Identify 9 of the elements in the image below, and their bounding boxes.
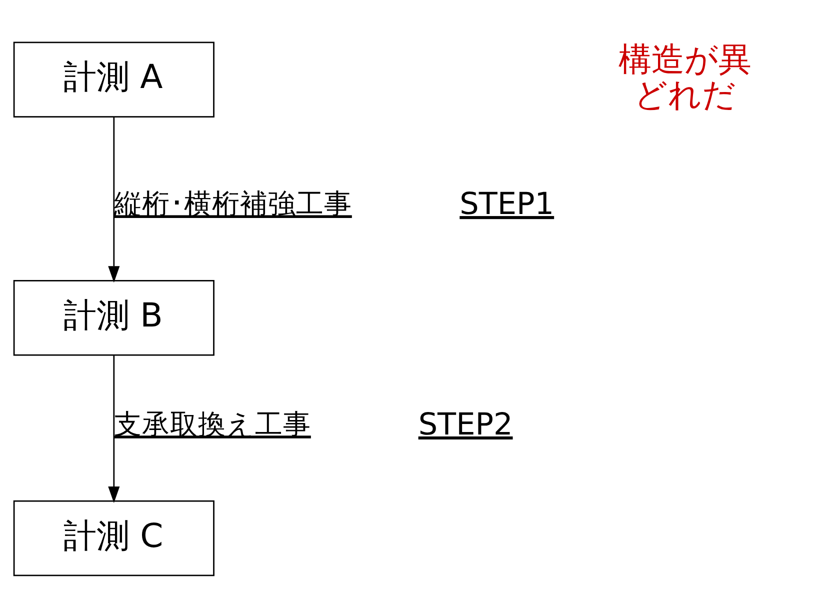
node-box: 計測 A [13, 41, 214, 117]
edge-label: 縦桁･横桁補強工事 [114, 188, 352, 220]
label: STEP2 [418, 406, 513, 442]
label: STEP1 [460, 186, 554, 222]
edge-label: 支承取換え工事 [114, 408, 311, 440]
arrow [108, 116, 120, 282]
arrow [108, 354, 120, 503]
node-box: 計測 B [13, 280, 214, 356]
node-box: 計測 C [13, 500, 214, 576]
